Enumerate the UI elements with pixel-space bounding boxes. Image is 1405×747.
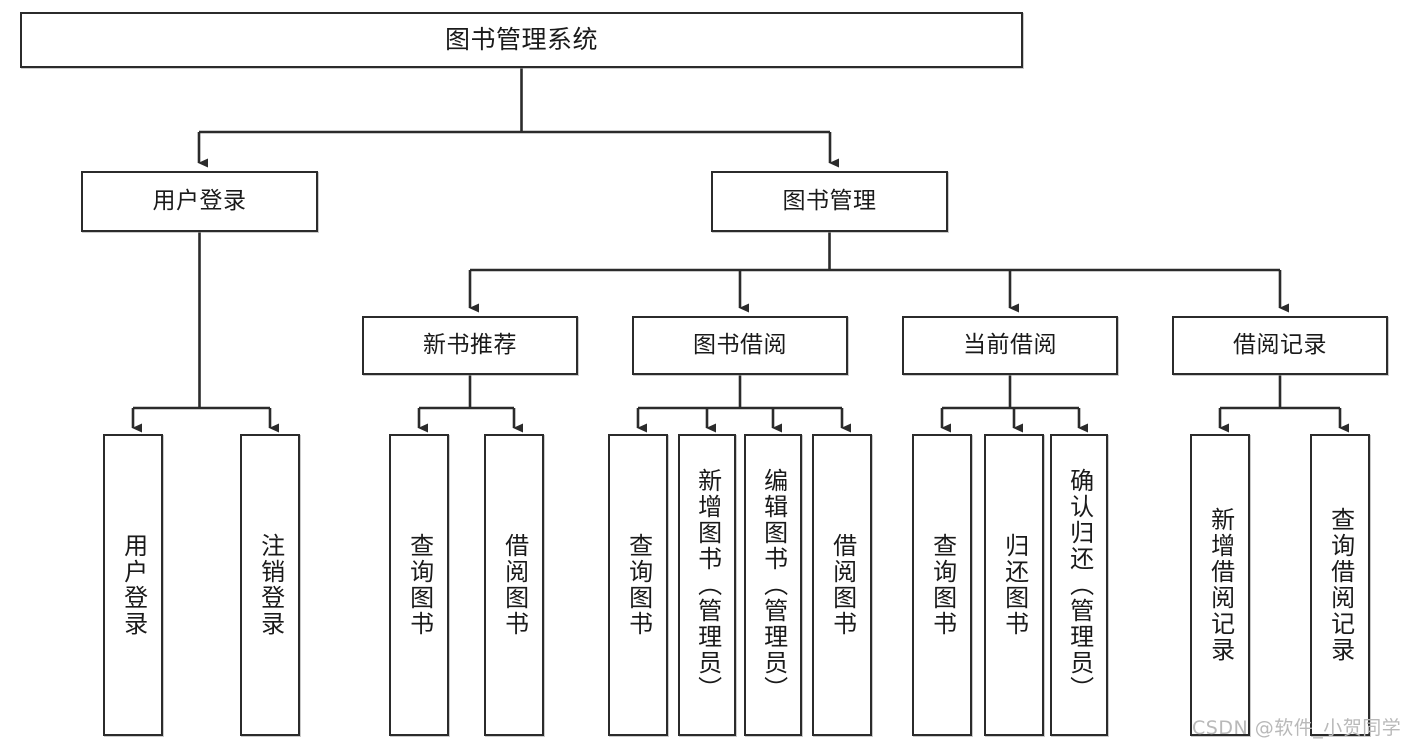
node-root[interactable]: 图书管理系统: [20, 12, 1023, 68]
node-root-label: 图书管理系统: [444, 25, 598, 55]
node-book-management[interactable]: 图书管理: [711, 171, 948, 232]
node-leaf-lend-book[interactable]: 借阅图书: [812, 434, 872, 736]
node-leaf-user-login-label: 用户登录: [119, 533, 148, 637]
node-current-borrow[interactable]: 当前借阅: [902, 316, 1118, 375]
node-user-login[interactable]: 用户登录: [81, 171, 318, 232]
node-leaf-logout[interactable]: 注销登录: [240, 434, 300, 736]
node-book-borrow[interactable]: 图书借阅: [632, 316, 848, 375]
node-leaf-logout-label: 注销登录: [256, 533, 285, 637]
node-borrow-record-label: 借阅记录: [1233, 331, 1327, 358]
node-leaf-edit-book-admin[interactable]: 编辑图书（管理员）: [744, 434, 802, 736]
watermark-text: CSDN @软件_小贺同学: [1192, 717, 1402, 739]
node-leaf-query-book-current-label: 查询图书: [928, 533, 957, 637]
node-borrow-record[interactable]: 借阅记录: [1172, 316, 1388, 375]
node-leaf-add-book-admin[interactable]: 新增图书（管理员）: [678, 434, 736, 736]
node-leaf-add-borrow-record-label: 新增借阅记录: [1206, 507, 1235, 663]
node-leaf-confirm-return-admin[interactable]: 确认归还（管理员）: [1050, 434, 1108, 736]
node-leaf-return-book-label: 归还图书: [1000, 533, 1029, 637]
node-leaf-user-login[interactable]: 用户登录: [103, 434, 163, 736]
node-user-login-label: 用户登录: [152, 187, 247, 214]
node-book-borrow-label: 图书借阅: [693, 331, 787, 358]
node-leaf-query-book-current[interactable]: 查询图书: [912, 434, 972, 736]
node-leaf-query-book-borrow[interactable]: 查询图书: [608, 434, 668, 736]
node-leaf-add-borrow-record[interactable]: 新增借阅记录: [1190, 434, 1250, 736]
node-book-management-label: 图书管理: [782, 187, 877, 214]
node-leaf-query-book-recommend-label: 查询图书: [405, 533, 434, 637]
node-leaf-query-book-borrow-label: 查询图书: [624, 533, 653, 637]
node-leaf-confirm-return-admin-label: 确认归还（管理员）: [1065, 468, 1094, 702]
node-leaf-borrow-book-recommend-label: 借阅图书: [500, 533, 529, 637]
node-leaf-return-book[interactable]: 归还图书: [984, 434, 1044, 736]
node-leaf-edit-book-admin-label: 编辑图书（管理员）: [759, 468, 788, 702]
node-current-borrow-label: 当前借阅: [963, 331, 1057, 358]
node-leaf-borrow-book-recommend[interactable]: 借阅图书: [484, 434, 544, 736]
node-new-book-recommend[interactable]: 新书推荐: [362, 316, 578, 375]
node-leaf-query-borrow-record[interactable]: 查询借阅记录: [1310, 434, 1370, 736]
node-new-book-recommend-label: 新书推荐: [423, 331, 517, 358]
node-leaf-query-borrow-record-label: 查询借阅记录: [1326, 507, 1355, 663]
node-leaf-add-book-admin-label: 新增图书（管理员）: [693, 468, 722, 702]
node-leaf-query-book-recommend[interactable]: 查询图书: [389, 434, 449, 736]
node-leaf-lend-book-label: 借阅图书: [828, 533, 857, 637]
